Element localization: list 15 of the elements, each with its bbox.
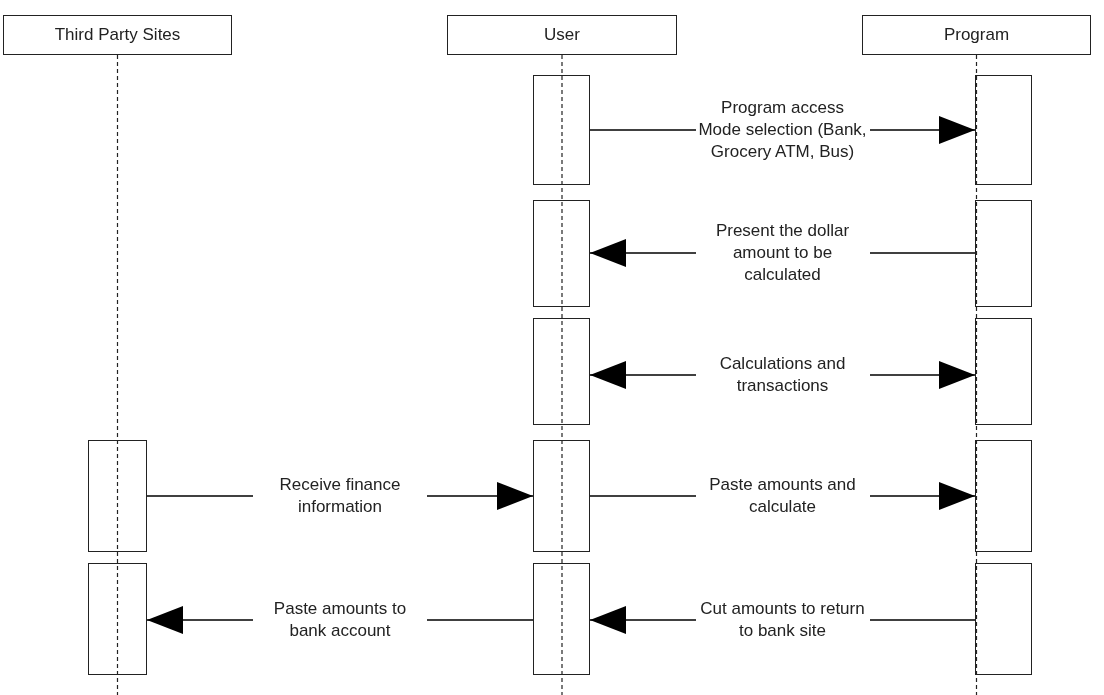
activation-box [975, 200, 1032, 307]
activation-box [533, 563, 590, 675]
activation-box [975, 440, 1032, 552]
activation-box [533, 75, 590, 185]
activation-box [533, 440, 590, 552]
activation-box [88, 440, 147, 552]
activation-box [975, 318, 1032, 425]
activation-box [88, 563, 147, 675]
activation-box [975, 563, 1032, 675]
participant-box: Third Party Sites [3, 15, 232, 55]
activation-box [533, 200, 590, 307]
participant-box: User [447, 15, 677, 55]
activation-box [533, 318, 590, 425]
activation-box [975, 75, 1032, 185]
participant-box: Program [862, 15, 1091, 55]
